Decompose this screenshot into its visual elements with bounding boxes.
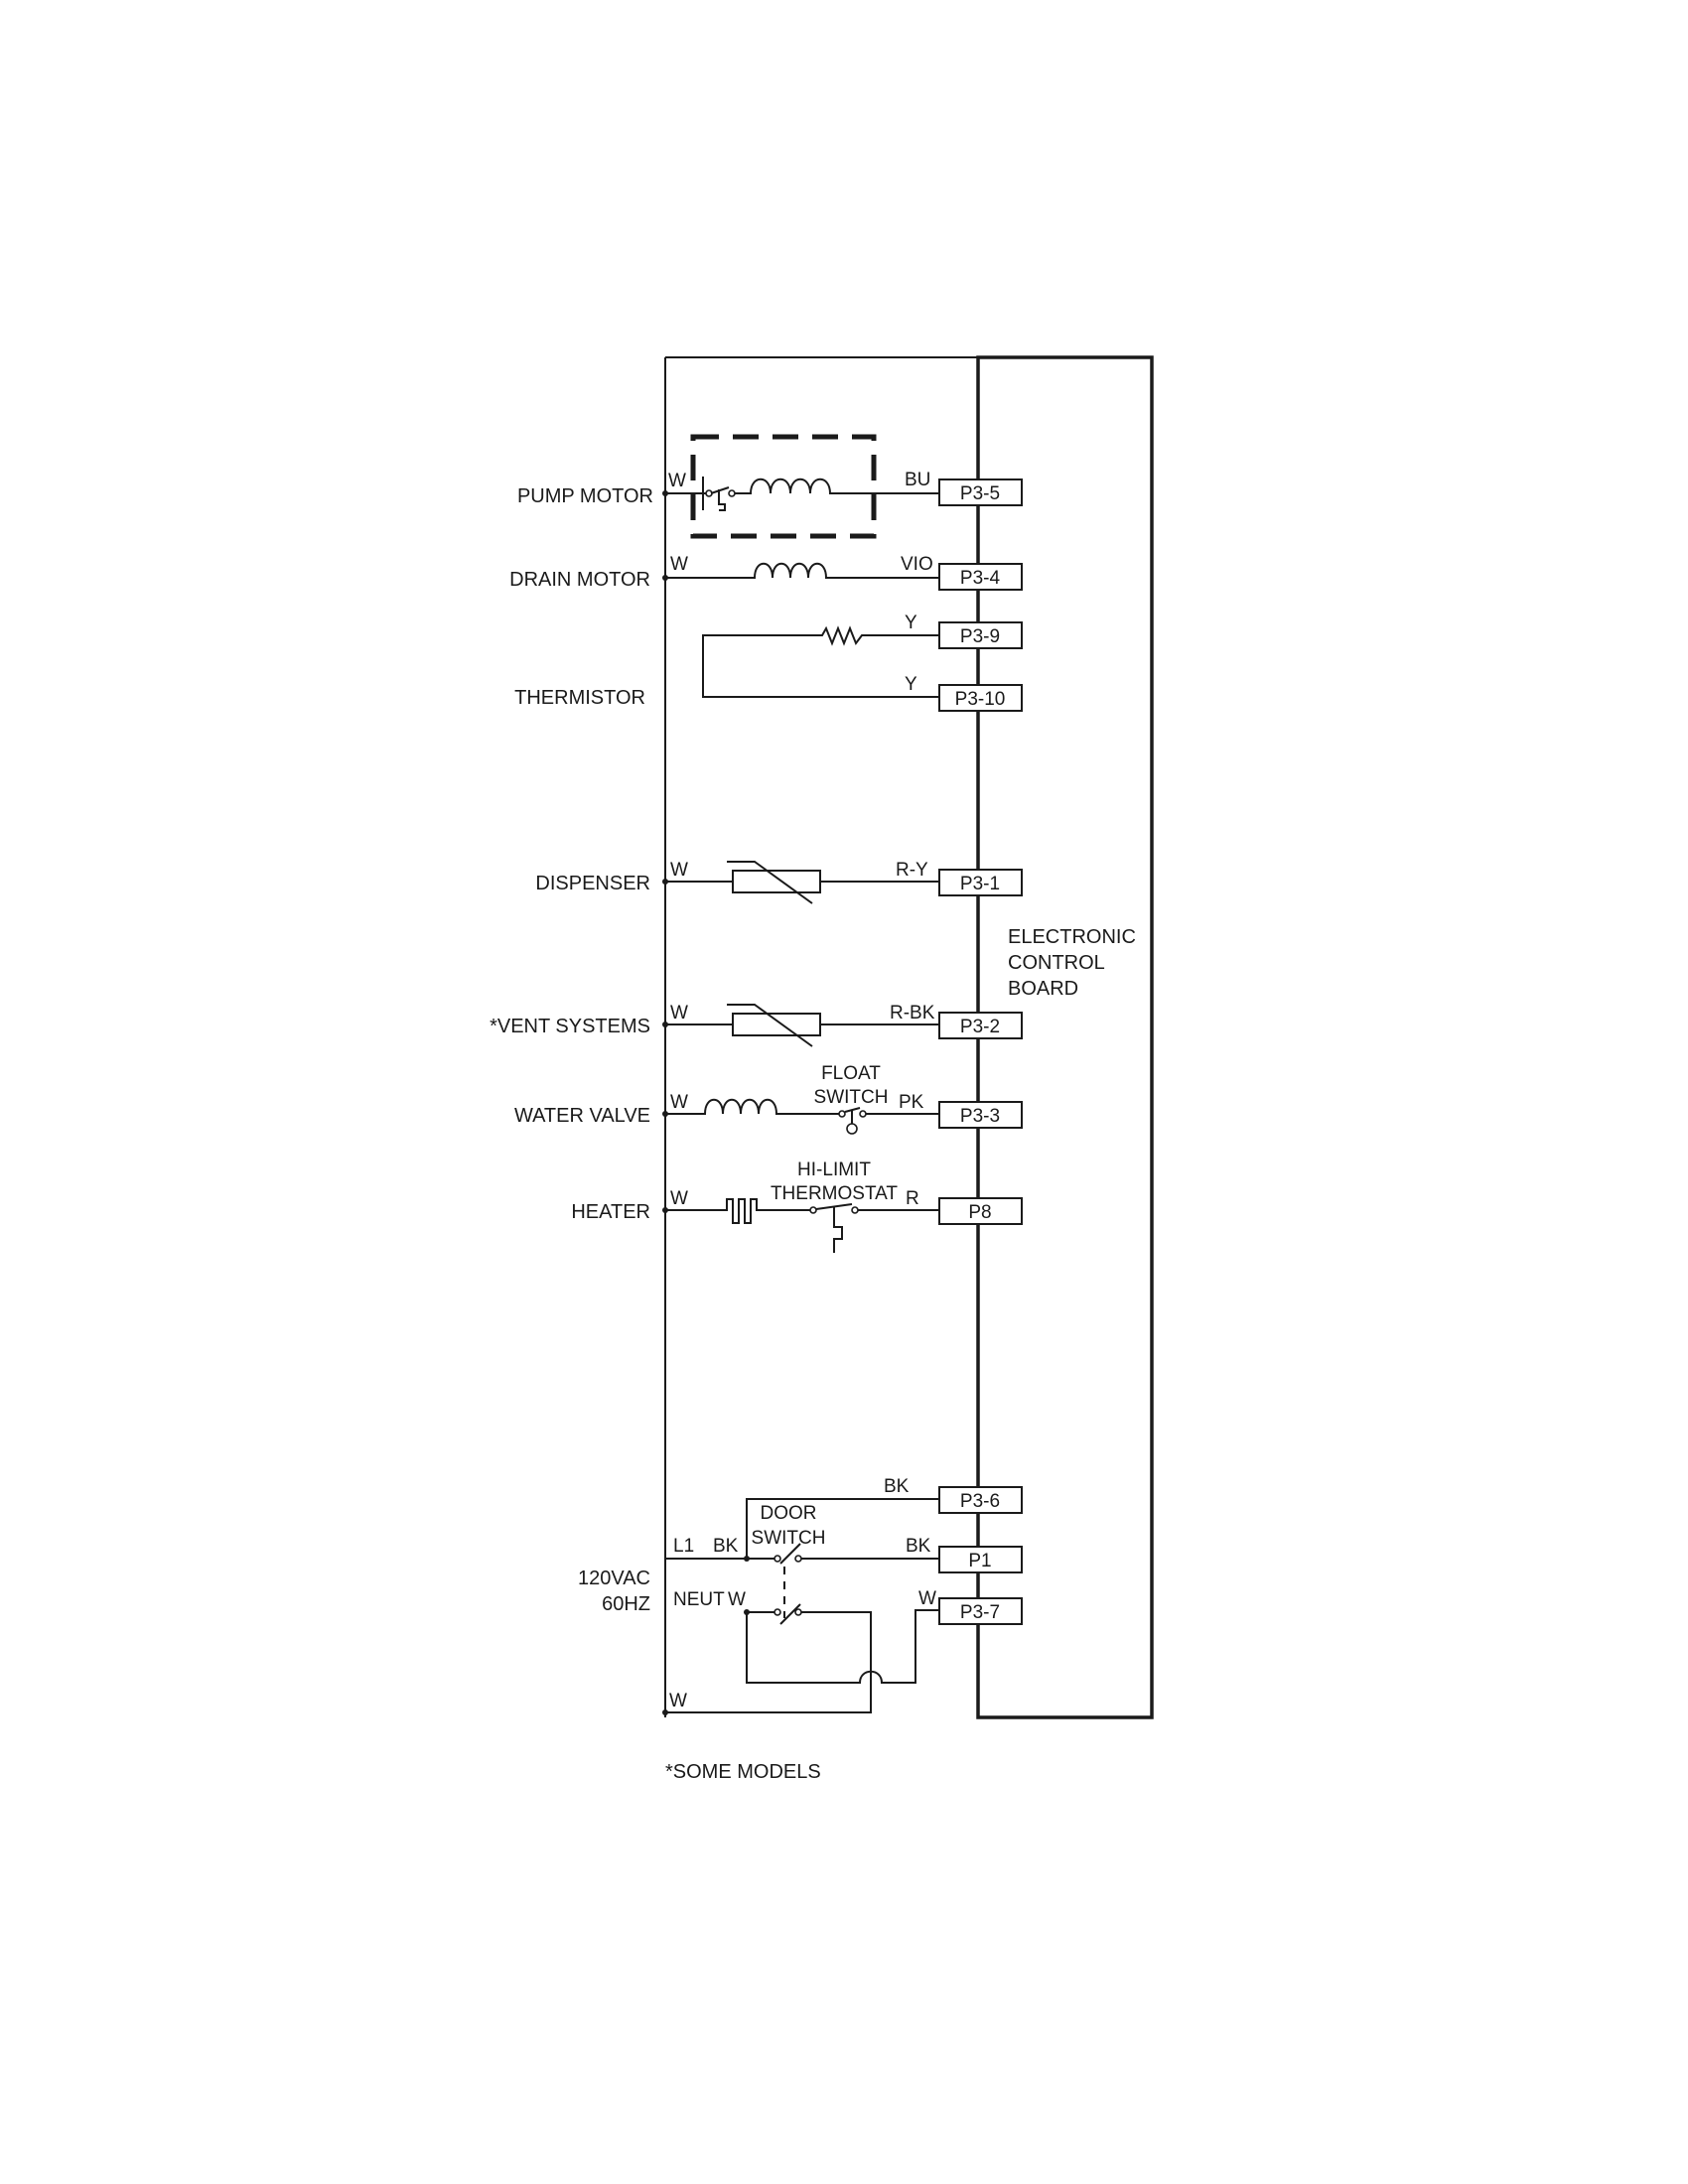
terminal-p3-9	[938, 621, 1023, 649]
p37-wire-color: W	[918, 1588, 936, 1609]
heater-wire-left-color: W	[670, 1188, 688, 1209]
heater-element	[665, 1198, 810, 1224]
board-label-line2: CONTROL	[1008, 952, 1105, 974]
heater-wire-right-color: R	[906, 1188, 919, 1209]
heater-circuit: HEATER HI-LIMIT THERMOSTAT W R P8	[571, 1160, 1023, 1253]
pump-motor-enclosure	[690, 434, 877, 539]
neut-wire-color: W	[728, 1589, 746, 1610]
supply-voltage-label: 120VAC	[578, 1568, 650, 1589]
drain-wire-right-color: VIO	[901, 554, 933, 575]
dispenser-wire-right-color: R-Y	[896, 860, 928, 881]
terminal-p3-6-label: P3-6	[960, 1491, 1000, 1512]
terminal-p3-4-label: P3-4	[960, 568, 1001, 589]
terminal-p3-9-label: P3-9	[960, 626, 1000, 647]
water-valve-circuit: WATER VALVE FLOAT SWITCH W PK P3-3	[514, 1063, 1023, 1135]
terminal-p3-5	[938, 478, 1023, 506]
terminal-p3-3-label: P3-3	[960, 1106, 1000, 1127]
vent-wire-right-color: R-BK	[890, 1003, 935, 1024]
line-l1-label: L1	[673, 1536, 694, 1557]
drain-motor-coil	[665, 562, 939, 579]
l1-wire-color: BK	[713, 1536, 739, 1557]
terminal-p1	[938, 1546, 1023, 1573]
pump-motor-coil	[735, 478, 939, 494]
power-supply-circuit: 120VAC 60HZ BK P3-6 L1 BK DOOR SWITCH BK…	[578, 1476, 1023, 1715]
terminal-p3-4	[938, 563, 1023, 591]
valve-wire-left-color: W	[670, 1092, 688, 1113]
terminal-p3-7	[938, 1597, 1023, 1625]
heater-label: HEATER	[571, 1201, 650, 1223]
terminal-p3-1-label: P3-1	[960, 874, 1000, 894]
drain-motor-label: DRAIN MOTOR	[509, 569, 650, 591]
thermistor-wire-bottom-color: Y	[905, 674, 917, 695]
p36-wire-color: BK	[884, 1476, 910, 1497]
terminal-p3-2	[938, 1012, 1023, 1039]
drain-wire-left-color: W	[670, 554, 688, 575]
dispenser-heater-element	[732, 870, 821, 893]
board-label-line3: BOARD	[1008, 978, 1078, 1000]
water-valve-label: WATER VALVE	[514, 1105, 650, 1127]
pump-motor-circuit: PUMP MOTOR W BU P3-5	[517, 434, 1023, 539]
vent-systems-circuit: *VENT SYSTEMS W R-BK P3-2	[490, 1003, 1023, 1047]
thermistor-resistor	[702, 625, 939, 698]
terminal-p8	[938, 1197, 1023, 1225]
board-label-line1: ELECTRONIC	[1008, 926, 1136, 948]
line-neut-label: NEUT	[673, 1589, 725, 1610]
pump-motor-label: PUMP MOTOR	[517, 485, 653, 507]
hilimit-label-line1: HI-LIMIT	[797, 1160, 871, 1180]
hilimit-label-line2: THERMOSTAT	[771, 1183, 898, 1204]
footnote: *SOME MODELS	[665, 1761, 821, 1783]
vent-wire-left-color: W	[670, 1003, 688, 1024]
pump-wire-right-color: BU	[905, 470, 930, 490]
water-valve-coil	[665, 1098, 840, 1115]
terminal-p3-1	[938, 869, 1023, 896]
door-switch-label-line1: DOOR	[761, 1503, 817, 1524]
drain-motor-circuit: DRAIN MOTOR W VIO P3-4	[509, 554, 1023, 591]
terminal-p3-7-label: P3-7	[960, 1602, 1000, 1623]
bottom-wire-color: W	[669, 1691, 687, 1711]
dispenser-wire-left-color: W	[670, 860, 688, 881]
terminal-p3-10	[938, 684, 1023, 712]
terminal-p3-6	[938, 1486, 1023, 1514]
float-switch-label-line2: SWITCH	[814, 1087, 889, 1108]
vent-heater-element	[732, 1013, 821, 1036]
p1-wire-color: BK	[906, 1536, 931, 1557]
thermistor-circuit: THERMISTOR Y Y P3-9 P3-10	[514, 613, 1023, 712]
thermistor-wire-top-color: Y	[905, 613, 917, 633]
thermistor-label: THERMISTOR	[514, 687, 645, 709]
terminal-p3-10-label: P3-10	[955, 689, 1006, 710]
terminal-p3-2-label: P3-2	[960, 1017, 1000, 1037]
terminal-p8-label: P8	[968, 1202, 991, 1223]
valve-wire-right-color: PK	[899, 1092, 924, 1113]
terminal-p1-label: P1	[968, 1551, 991, 1571]
dispenser-label: DISPENSER	[535, 873, 650, 894]
vent-systems-label: *VENT SYSTEMS	[490, 1016, 650, 1037]
door-switch-label-line2: SWITCH	[752, 1528, 826, 1549]
pump-wire-left-color: W	[668, 471, 686, 491]
supply-frequency-label: 60HZ	[602, 1593, 650, 1615]
dispenser-circuit: DISPENSER W R-Y P3-1	[535, 860, 1023, 904]
float-switch-label-line1: FLOAT	[821, 1063, 881, 1084]
terminal-p3-3	[938, 1101, 1023, 1129]
terminal-p3-5-label: P3-5	[960, 483, 1000, 504]
